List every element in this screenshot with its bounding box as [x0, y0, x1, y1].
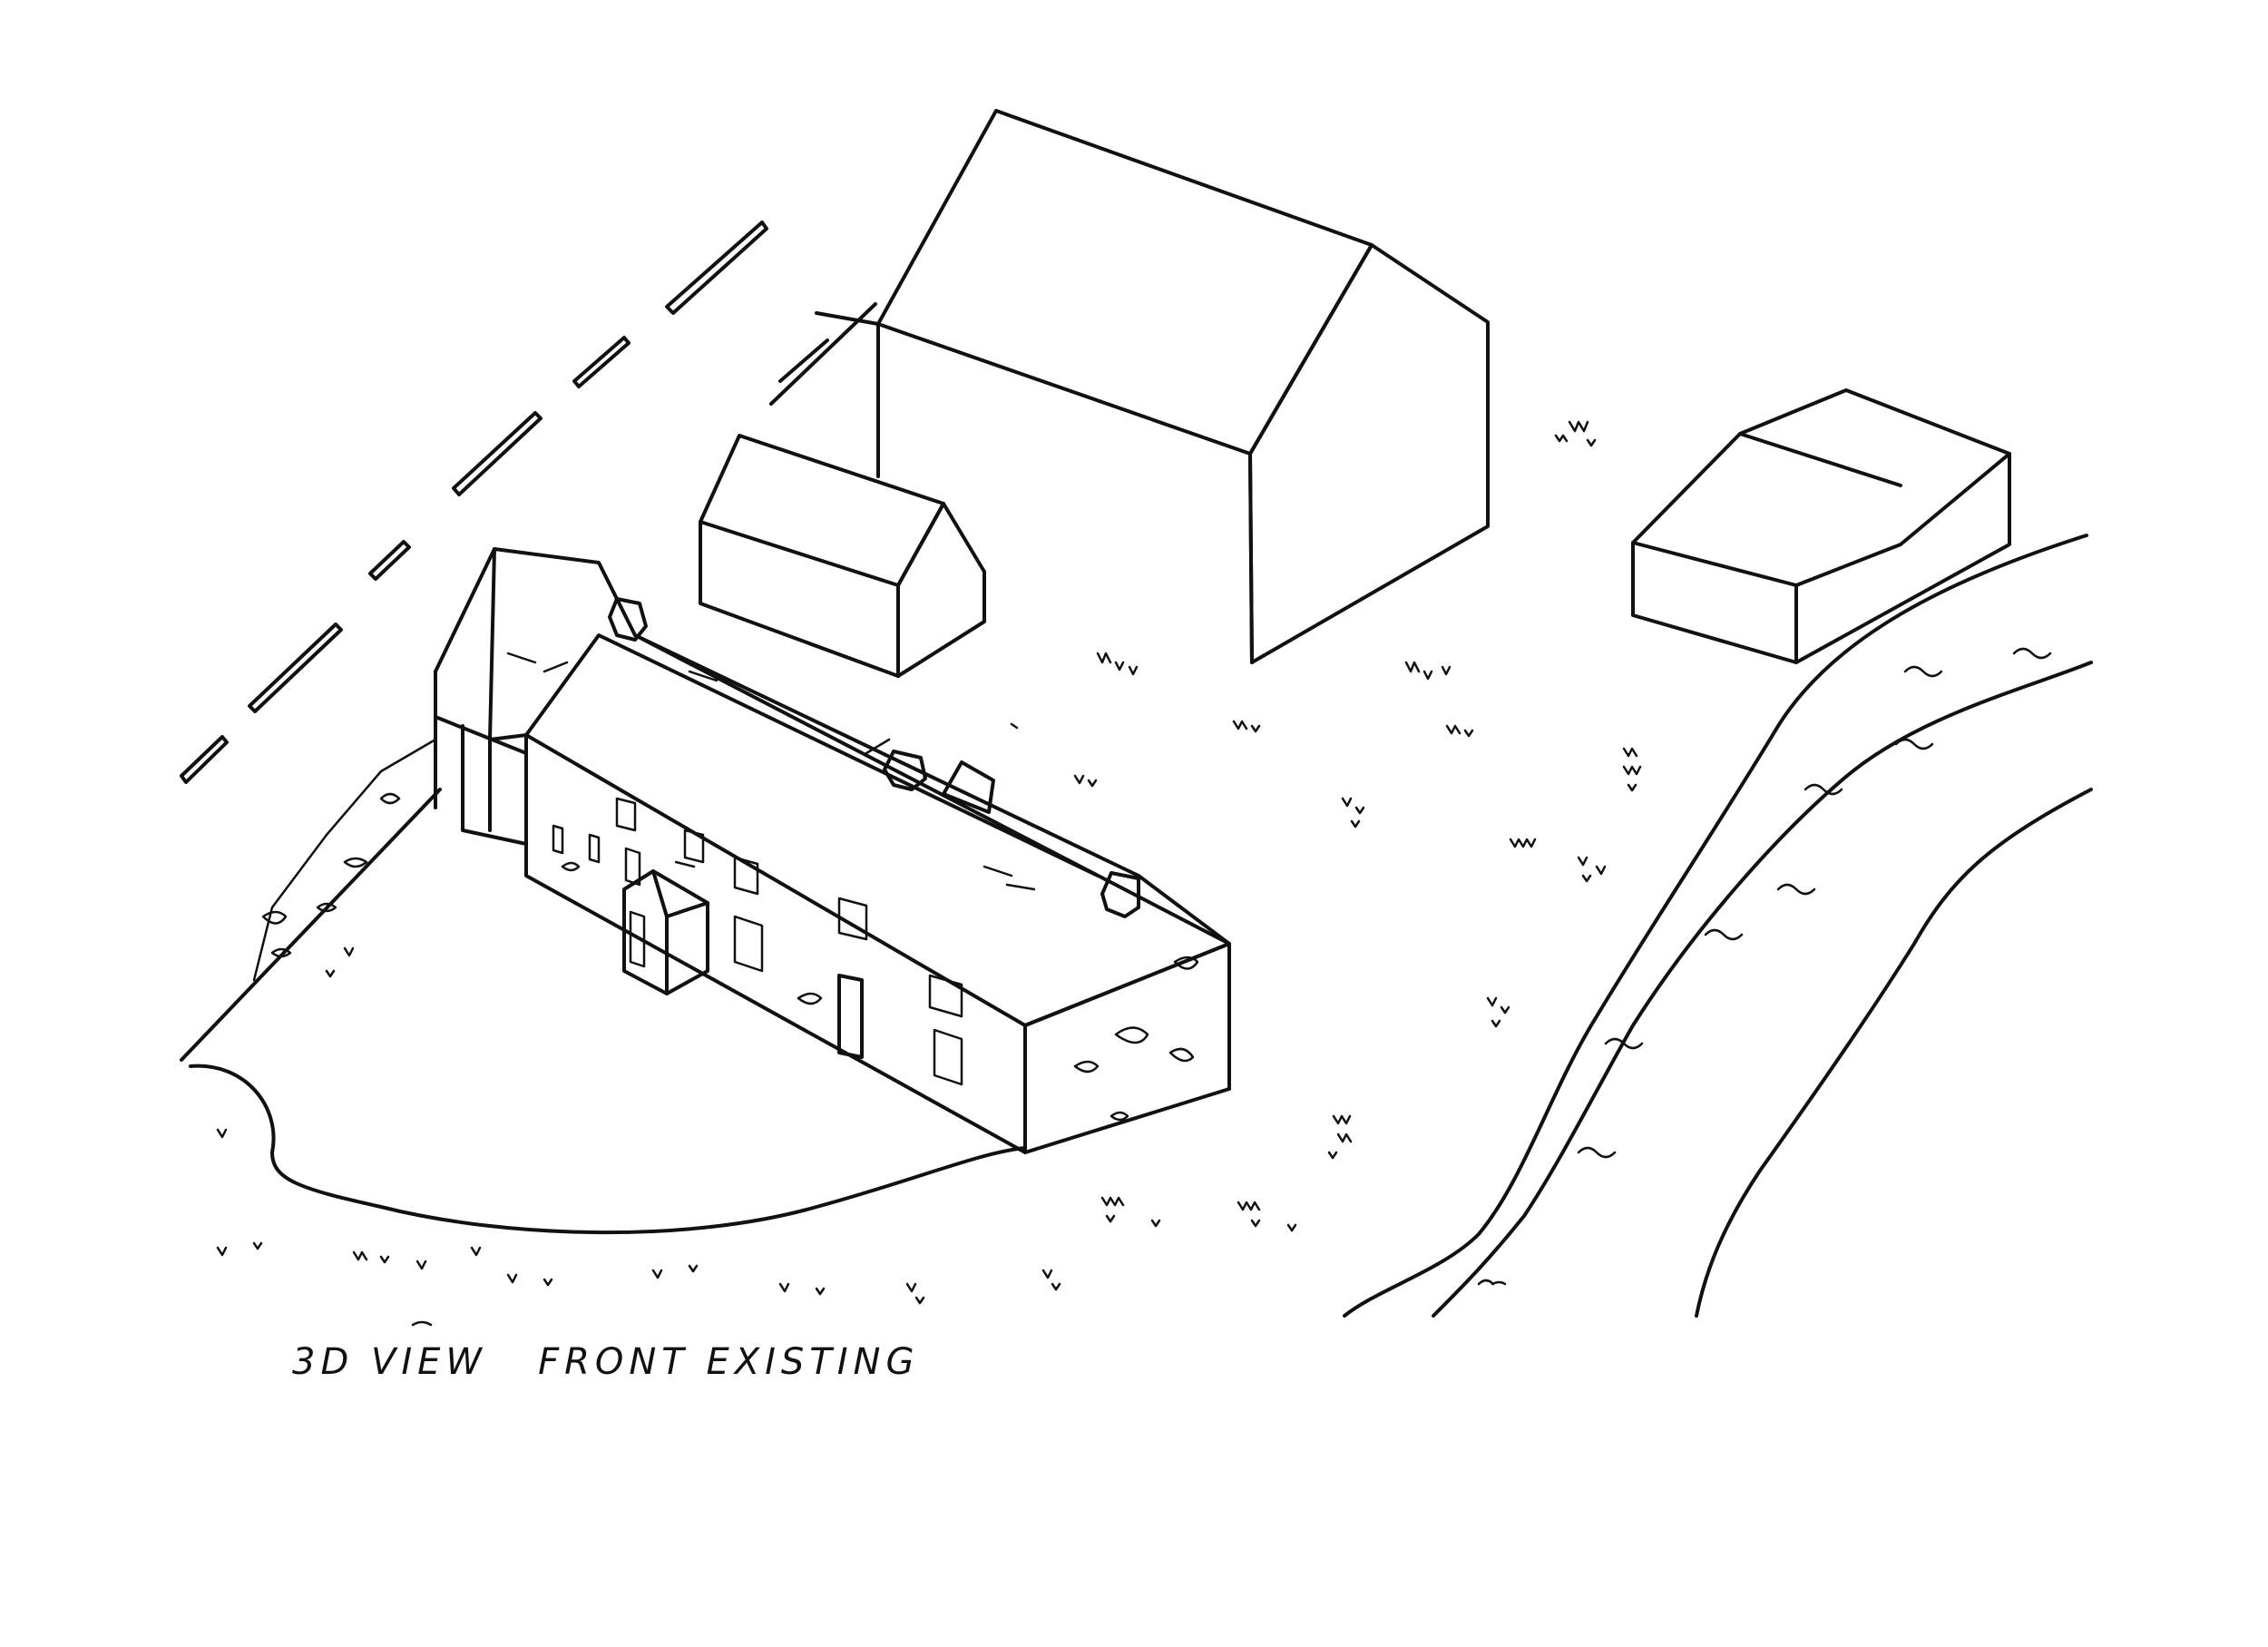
- road-markings: [180, 221, 768, 784]
- grass-tufts: [216, 420, 1642, 1305]
- garden-wall: [252, 738, 437, 982]
- cottage-windows: [552, 797, 963, 1086]
- road-edge: [180, 788, 442, 1062]
- small-shed: [699, 434, 986, 678]
- stonework: [506, 652, 1199, 1122]
- large-barn: [769, 109, 1490, 664]
- ground-marks: [411, 722, 1507, 1327]
- lawn-boundary: [189, 1064, 1027, 1235]
- river-ripples: [1477, 647, 2052, 1286]
- river-banks: [1343, 534, 2093, 1318]
- drawing-caption: 3D VIEW FRONT EXISTING: [292, 1341, 920, 1383]
- cottage: [252, 547, 1231, 1154]
- garage-block: [1631, 388, 2011, 664]
